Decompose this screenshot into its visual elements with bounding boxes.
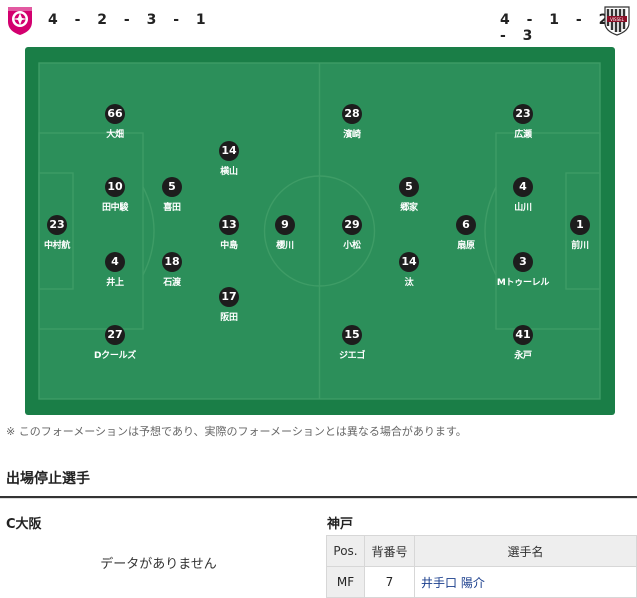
player-marker[interactable]: 10 田中駿 [75, 177, 155, 213]
player-position: MF [326, 566, 365, 598]
vissel-kobe-crest-icon: VISSEL [604, 6, 630, 36]
player-marker[interactable]: 29 小松 [312, 215, 392, 251]
player-marker[interactable]: 17 阪田 [189, 287, 269, 323]
player-number-badge: 9 [275, 215, 295, 235]
player-number-badge: 18 [162, 252, 182, 272]
player-marker[interactable]: 5 郷家 [369, 177, 449, 213]
player-number-badge: 3 [513, 252, 533, 272]
player-number-badge: 10 [105, 177, 125, 197]
table-header-row: Pos. 背番号 選手名 [326, 535, 637, 567]
formation-header: 4 - 2 - 3 - 1 4 - 1 - 2 - 3 VISSEL [0, 0, 637, 44]
player-number-badge: 29 [342, 215, 362, 235]
player-number-badge: 1 [570, 215, 590, 235]
table-row: MF 7 井手口 陽介 [326, 566, 637, 598]
away-team-heading: 神戸 [327, 517, 354, 532]
player-number-badge: 6 [456, 215, 476, 235]
column-header-player-name: 選手名 [414, 535, 637, 567]
player-number-badge: 17 [219, 287, 239, 307]
player-number-badge: 28 [342, 104, 362, 124]
away-formation: 4 - 1 - 2 - 3 [500, 12, 615, 44]
pitch-markings [38, 62, 601, 400]
player-marker[interactable]: 13 中島 [189, 215, 269, 251]
player-name: 阪田 [220, 313, 238, 323]
player-name: 大畑 [106, 130, 124, 140]
player-marker[interactable]: 27 Dクールズ [75, 325, 155, 361]
player-number-badge: 27 [105, 325, 125, 345]
player-name-link[interactable]: 井手口 陽介 [414, 566, 637, 598]
player-marker[interactable]: 66 大畑 [75, 104, 155, 140]
player-number: 7 [364, 566, 415, 598]
player-number-badge: 4 [105, 252, 125, 272]
player-marker[interactable]: 4 山川 [483, 177, 563, 213]
player-marker[interactable]: 1 前川 [540, 215, 620, 251]
player-number-badge: 15 [342, 325, 362, 345]
player-marker[interactable]: 3 Mトゥーレル [483, 252, 563, 288]
player-name: 郷家 [400, 203, 418, 213]
player-name: 井上 [106, 278, 124, 288]
player-name: 喜田 [163, 203, 181, 213]
cerezo-osaka-crest-icon [8, 7, 32, 35]
player-marker[interactable]: 23 広瀬 [483, 104, 563, 140]
svg-text:VISSEL: VISSEL [610, 17, 625, 22]
player-name: 扇原 [457, 241, 475, 251]
player-number-badge: 5 [399, 177, 419, 197]
player-marker[interactable]: 9 櫻川 [245, 215, 325, 251]
player-number-badge: 23 [47, 215, 67, 235]
player-marker[interactable]: 15 ジエゴ [312, 325, 392, 361]
player-number-badge: 23 [513, 104, 533, 124]
suspension-section-title: 出場停止選手 [6, 471, 90, 487]
player-name: 田中駿 [101, 203, 129, 213]
player-name: ジエゴ [338, 351, 366, 361]
player-marker[interactable]: 4 井上 [75, 252, 155, 288]
home-formation: 4 - 2 - 3 - 1 [48, 12, 212, 28]
section-divider [0, 496, 637, 498]
player-name: 広瀬 [514, 130, 532, 140]
player-name: 永戸 [514, 351, 532, 361]
player-name: 横山 [220, 167, 238, 177]
formation-pitch: 23 中村航 66 大畑 10 田中駿 4 井上 27 Dクールズ 5 喜田 1… [25, 47, 615, 415]
formation-disclaimer: ※ このフォーメーションは予想であり、実際のフォーメーションとは異なる場合があり… [6, 425, 467, 438]
player-number-badge: 41 [513, 325, 533, 345]
player-name: 中村航 [43, 241, 71, 251]
player-number-badge: 5 [162, 177, 182, 197]
player-number-badge: 4 [513, 177, 533, 197]
player-number-badge: 13 [219, 215, 239, 235]
player-number-badge: 14 [399, 252, 419, 272]
player-marker[interactable]: 41 永戸 [483, 325, 563, 361]
player-marker[interactable]: 28 濱崎 [312, 104, 392, 140]
column-header-number: 背番号 [364, 535, 415, 567]
player-marker[interactable]: 14 横山 [189, 141, 269, 177]
player-number-badge: 14 [219, 141, 239, 161]
player-name: 前川 [571, 241, 589, 251]
home-no-data-message: データがありません [100, 557, 217, 572]
player-name: 石渡 [163, 278, 181, 288]
player-marker[interactable]: 23 中村航 [17, 215, 97, 251]
player-name: 小松 [343, 241, 361, 251]
player-marker[interactable]: 14 汰 [369, 252, 449, 288]
player-name: 濱崎 [343, 130, 361, 140]
player-name: 中島 [220, 241, 238, 251]
home-team-heading: C大阪 [6, 517, 42, 532]
player-marker[interactable]: 6 扇原 [426, 215, 506, 251]
player-name: 山川 [514, 203, 532, 213]
player-marker[interactable]: 5 喜田 [132, 177, 212, 213]
away-suspension-table: Pos. 背番号 選手名 MF 7 井手口 陽介 [326, 535, 637, 598]
player-name: 櫻川 [276, 241, 294, 251]
player-number-badge: 66 [105, 104, 125, 124]
player-marker[interactable]: 18 石渡 [132, 252, 212, 288]
player-name: Dクールズ [94, 351, 136, 361]
player-name: 汰 [404, 278, 414, 288]
section-divider-light [0, 498, 637, 499]
player-name: Mトゥーレル [496, 278, 550, 288]
column-header-pos: Pos. [326, 535, 365, 567]
